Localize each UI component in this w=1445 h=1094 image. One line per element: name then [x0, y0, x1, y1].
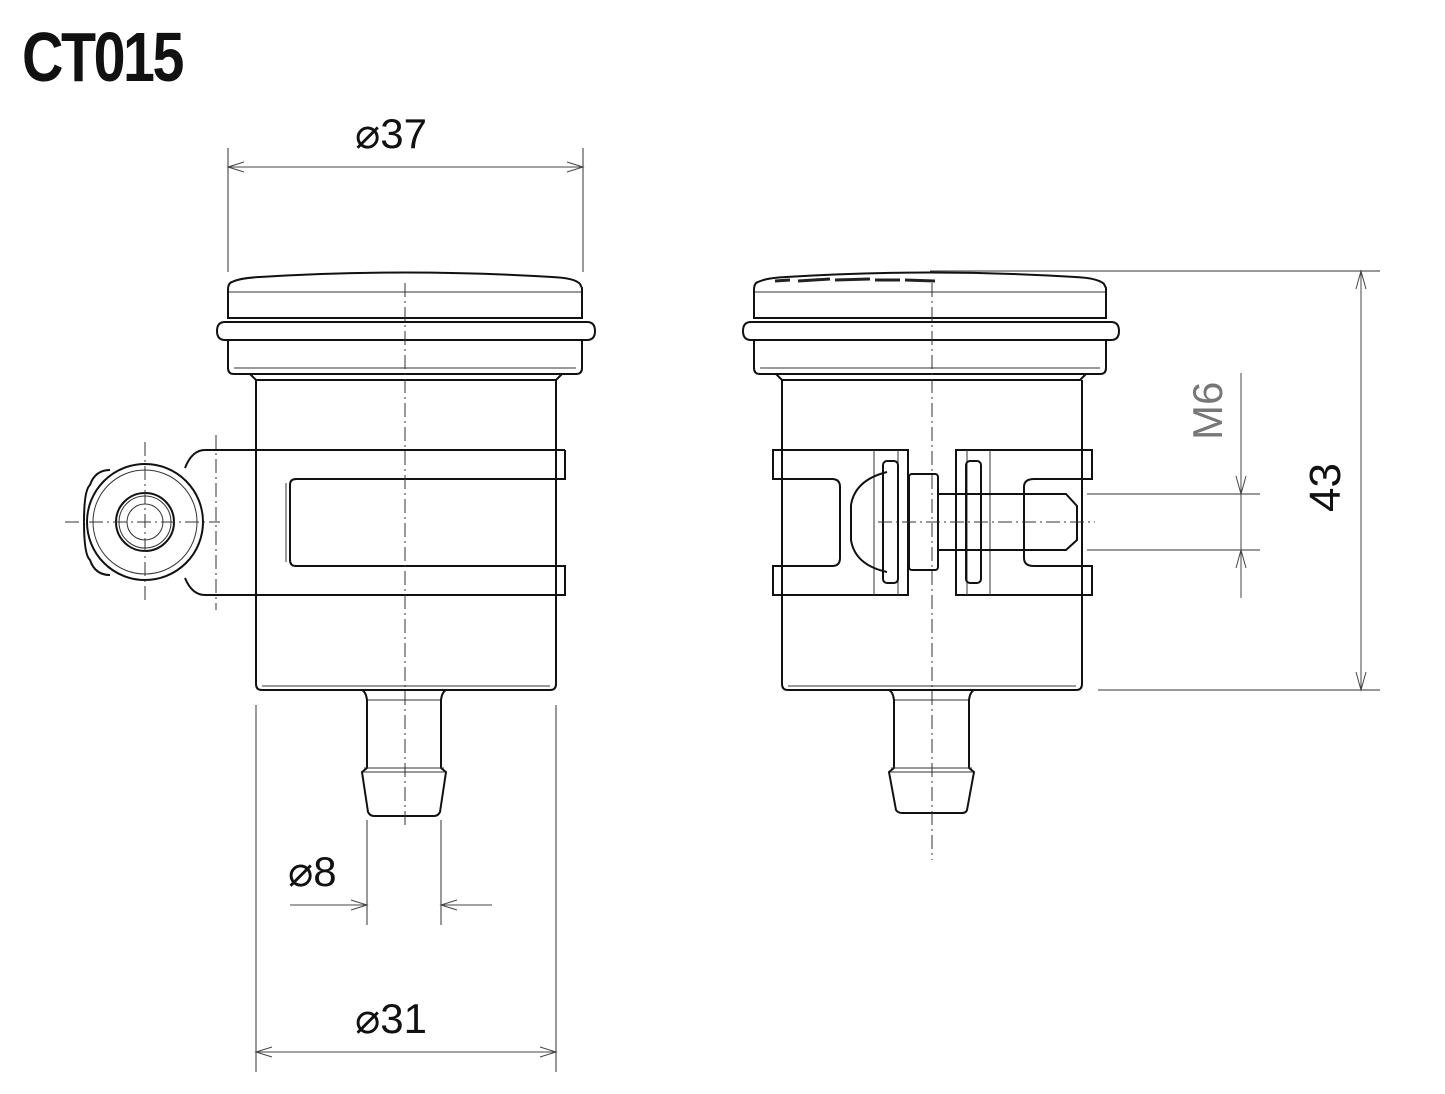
front-view: ⌀37 [65, 110, 597, 1072]
clamp-eye [65, 442, 220, 602]
dim-body-diameter: ⌀31 [254, 705, 558, 1072]
dim-cap-diameter-label: ⌀37 [355, 110, 427, 157]
side-view: M6 43 [741, 269, 1380, 860]
dim-thread-label: M6 [1184, 382, 1231, 440]
dim-outlet-diameter-label: ⌀8 [288, 848, 337, 895]
dim-thread: M6 [1087, 373, 1260, 598]
dim-height: 43 [930, 269, 1380, 692]
dim-height-label: 43 [1301, 463, 1350, 512]
dim-body-diameter-label: ⌀31 [355, 995, 427, 1042]
dim-outlet-diameter: ⌀8 [288, 820, 492, 925]
part-number-title: CT015 [22, 18, 184, 96]
dim-cap-diameter: ⌀37 [226, 110, 585, 272]
